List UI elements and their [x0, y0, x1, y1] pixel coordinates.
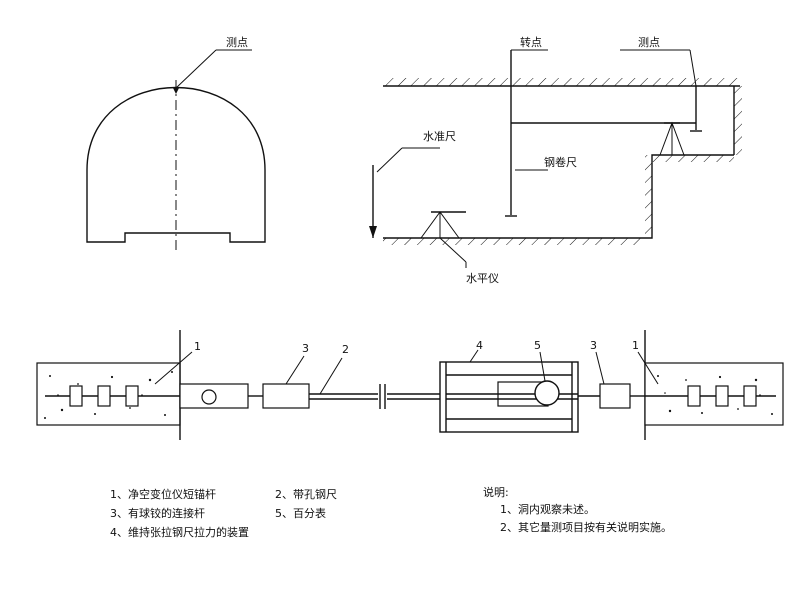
- step-side-hatch: [645, 155, 652, 238]
- level-diagram: 转点 测点 水准尺 钢卷尺 水平仪: [369, 35, 742, 285]
- left-ball-joint: [201, 389, 217, 405]
- callout-3-right-leader: [595, 351, 605, 385]
- level-measure-point-leader-2: [689, 49, 697, 87]
- left-anchor-block-3: [125, 385, 139, 407]
- level-staff-label: 水准尺: [423, 130, 456, 143]
- left-anchor-block-2: [97, 385, 111, 407]
- callout-2: 2: [342, 343, 349, 356]
- level-instrument-tripod: [420, 211, 460, 239]
- arch-measure-point-label: 测点: [226, 36, 248, 49]
- measure-point-marker: [173, 88, 179, 94]
- callout-4: 4: [476, 339, 483, 352]
- right-anchor-block-1: [687, 385, 701, 407]
- floor-hatch: [383, 238, 645, 245]
- arch-leader-line: [175, 49, 217, 89]
- level-measure-point-label: 测点: [638, 36, 660, 49]
- callout-1-left-leader: [154, 351, 193, 385]
- callout-1-right-leader: [637, 351, 659, 385]
- right-anchor-block-2: [715, 385, 729, 407]
- legend-item-4: 4、维持张拉钢尺拉力的装置: [110, 525, 249, 539]
- tunnel-arch-outline: [86, 86, 266, 243]
- right-wall-hatch: [734, 86, 742, 155]
- callout-5: 5: [534, 339, 541, 352]
- left-connecting-rod-box: [262, 383, 310, 409]
- transfer-point-label: 转点: [520, 35, 542, 49]
- callout-4-leader: [469, 349, 479, 363]
- notes: 说明: 1、洞内观察未述。 2、其它量测项目按有关说明实施。: [483, 485, 672, 534]
- callout-1-left: 1: [194, 340, 201, 353]
- arch-diagram: 测点: [86, 36, 266, 250]
- legend-item-2: 2、带孔钢尺: [275, 488, 337, 501]
- level-staff-arrow: [369, 226, 377, 238]
- convergence-diagram: 1 3 2 4 5 3 1: [36, 330, 784, 440]
- steel-tape-label: 钢卷尺: [544, 155, 577, 169]
- callout-1-right: 1: [632, 339, 639, 352]
- notes-item-1: 1、洞内观察未述。: [500, 502, 595, 516]
- notes-item-2: 2、其它量测项目按有关说明实施。: [500, 520, 672, 534]
- legend-item-3: 3、有球铰的连接杆: [110, 506, 205, 520]
- legend: 1、净空变位仪短锚杆 2、带孔钢尺 3、有球铰的连接杆 5、百分表 4、维持张拉…: [110, 487, 337, 539]
- legend-item-1: 1、净空变位仪短锚杆: [110, 487, 216, 501]
- level-instrument-leader: [439, 237, 467, 263]
- right-connecting-rod-box: [599, 383, 631, 409]
- callout-3-left: 3: [302, 342, 309, 355]
- left-rock-speckle: [44, 371, 173, 419]
- ceiling-hatch: [383, 78, 740, 86]
- step-top-hatch: [652, 155, 734, 162]
- left-ball-joint-housing: [179, 383, 249, 409]
- upper-tripod: [659, 121, 685, 156]
- left-anchor-block-1: [69, 385, 83, 407]
- callout-3-left-leader: [285, 355, 305, 385]
- right-anchor-block-3: [743, 385, 757, 407]
- callout-3-right: 3: [590, 339, 597, 352]
- callout-2-leader: [319, 357, 343, 395]
- right-rock-mass: [644, 362, 784, 426]
- callout-5-leader: [539, 351, 546, 382]
- level-instrument-label: 水平仪: [466, 272, 499, 285]
- legend-item-5: 5、百分表: [275, 506, 326, 520]
- right-rock-speckle: [657, 375, 773, 415]
- level-staff-leader: [376, 147, 403, 173]
- notes-title: 说明:: [483, 485, 509, 499]
- dial-gauge: [534, 380, 560, 406]
